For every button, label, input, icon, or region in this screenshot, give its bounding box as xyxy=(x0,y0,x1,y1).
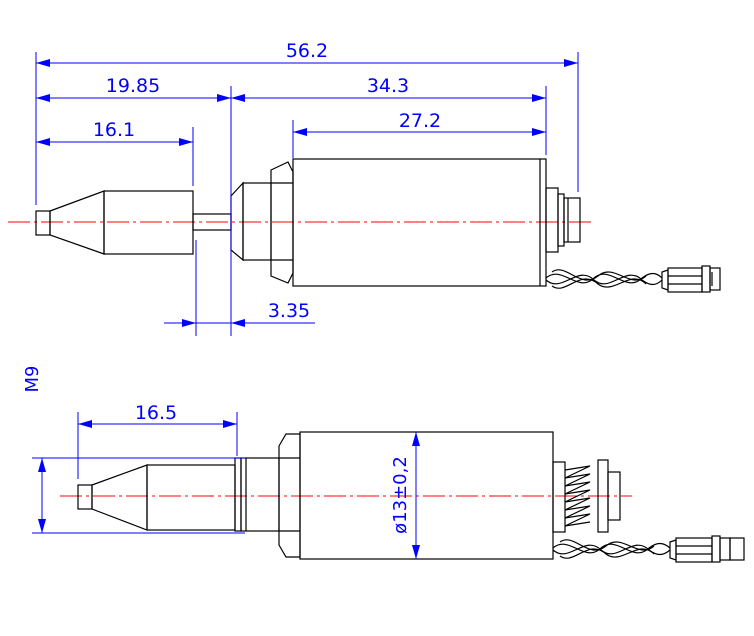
dim-thread-size: M9 xyxy=(22,366,43,393)
top-dimension-lines xyxy=(36,59,578,327)
dim-overall-length: 56.2 xyxy=(286,40,328,62)
dim-tip-length: 16.1 xyxy=(93,119,135,141)
bottom-outline xyxy=(77,431,745,563)
dim-tip-length-bottom: 16.5 xyxy=(135,402,177,424)
dim-body-diameter: ø13±0,2 xyxy=(390,456,411,534)
dim-left-length: 19.85 xyxy=(106,75,160,97)
top-outline xyxy=(35,158,721,293)
bottom-view: M9 16.5 ø13±0,2 xyxy=(22,366,745,563)
dim-right-length: 34.3 xyxy=(367,75,409,97)
top-view: 56.2 19.85 34.3 16.1 27.2 3.35 xyxy=(8,40,721,336)
bottom-extension-lines xyxy=(32,412,245,534)
dim-body-length: 27.2 xyxy=(399,110,441,132)
bottom-dimension-lines xyxy=(38,420,420,559)
dim-gap-length: 3.35 xyxy=(268,300,310,322)
